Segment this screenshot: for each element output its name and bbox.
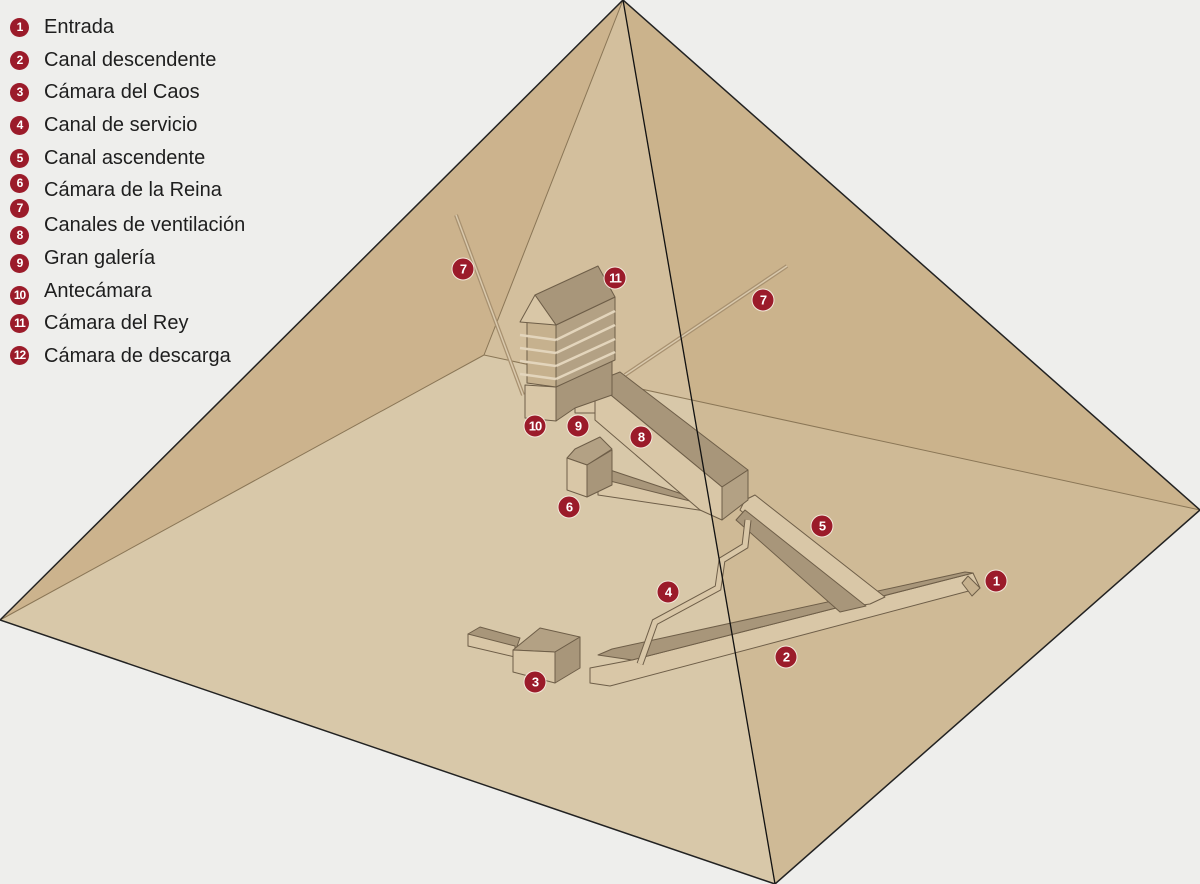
svg-text:8: 8	[638, 430, 645, 445]
legend-number: 5	[10, 149, 29, 168]
marker-antechamber-10: 10	[523, 414, 547, 438]
legend-label: Gran galería	[44, 247, 156, 269]
marker-ventilation-south: 7	[751, 288, 775, 312]
legend-number: 8	[10, 226, 29, 245]
legend-number: 10	[10, 286, 29, 305]
back-right-wall	[484, 0, 1200, 510]
service-shaft	[636, 519, 752, 666]
legend-number: 7	[10, 199, 29, 218]
legend-label: Entrada	[44, 16, 115, 38]
legend-label: Canales de ventilación	[44, 214, 246, 236]
legend-label: Cámara del Caos	[44, 81, 200, 103]
legend-label: Cámara de la Reina	[44, 179, 222, 201]
marker-entrance: 1	[984, 569, 1008, 593]
legend-label: Cámara del Rey	[44, 312, 189, 334]
svg-text:3: 3	[532, 675, 539, 690]
svg-text:11: 11	[609, 271, 622, 286]
legend-number: 3	[10, 83, 29, 102]
ventilation-shaft-south	[624, 265, 788, 376]
ventilation-shaft-north	[455, 214, 524, 396]
legend-number: 9	[10, 254, 29, 273]
marker-kings-chamber: 11	[603, 266, 627, 290]
legend-label: Canal descendente	[44, 49, 217, 71]
relieving-chambers	[519, 309, 616, 381]
marker-grand-gallery: 8	[629, 425, 653, 449]
legend-number: 6	[10, 174, 29, 193]
marker-queens-chamber: 6	[557, 495, 581, 519]
svg-text:9: 9	[575, 419, 582, 434]
queens-chamber	[566, 436, 713, 513]
chaos-chamber	[467, 626, 581, 684]
legend-number: 4	[10, 116, 29, 135]
front-edge	[622, 0, 776, 884]
marker-ascending-passage: 5	[810, 514, 834, 538]
svg-text:4: 4	[665, 585, 673, 600]
marker-ventilation-north: 7	[451, 257, 475, 281]
kings-chamber	[519, 265, 616, 422]
svg-text:10: 10	[529, 419, 542, 434]
svg-text:7: 7	[460, 262, 467, 277]
legend-label: Canal ascendente	[44, 147, 206, 169]
floor-edge-left	[0, 354, 485, 621]
marker-service-shaft: 4	[656, 580, 680, 604]
legend-number: 1	[10, 18, 29, 37]
svg-text:2: 2	[783, 650, 790, 665]
legend-label: Antecámara	[44, 280, 152, 302]
marker-antechamber-9: 9	[566, 414, 590, 438]
marker-chaos-chamber: 3	[523, 670, 547, 694]
ascending-passage	[735, 494, 886, 613]
marker-descending-passage: 2	[774, 645, 798, 669]
legend-number: 12	[10, 346, 29, 365]
right-face	[623, 0, 1200, 884]
svg-text:1: 1	[993, 574, 1000, 589]
svg-text:5: 5	[819, 519, 826, 534]
back-edge	[483, 0, 624, 356]
legend-label: Cámara de descarga	[44, 345, 231, 367]
legend-label: Canal de servicio	[44, 114, 198, 136]
svg-text:6: 6	[566, 500, 573, 515]
legend-number: 11	[10, 314, 29, 333]
svg-text:7: 7	[760, 293, 767, 308]
floor	[0, 355, 1200, 884]
legend-number: 2	[10, 51, 29, 70]
